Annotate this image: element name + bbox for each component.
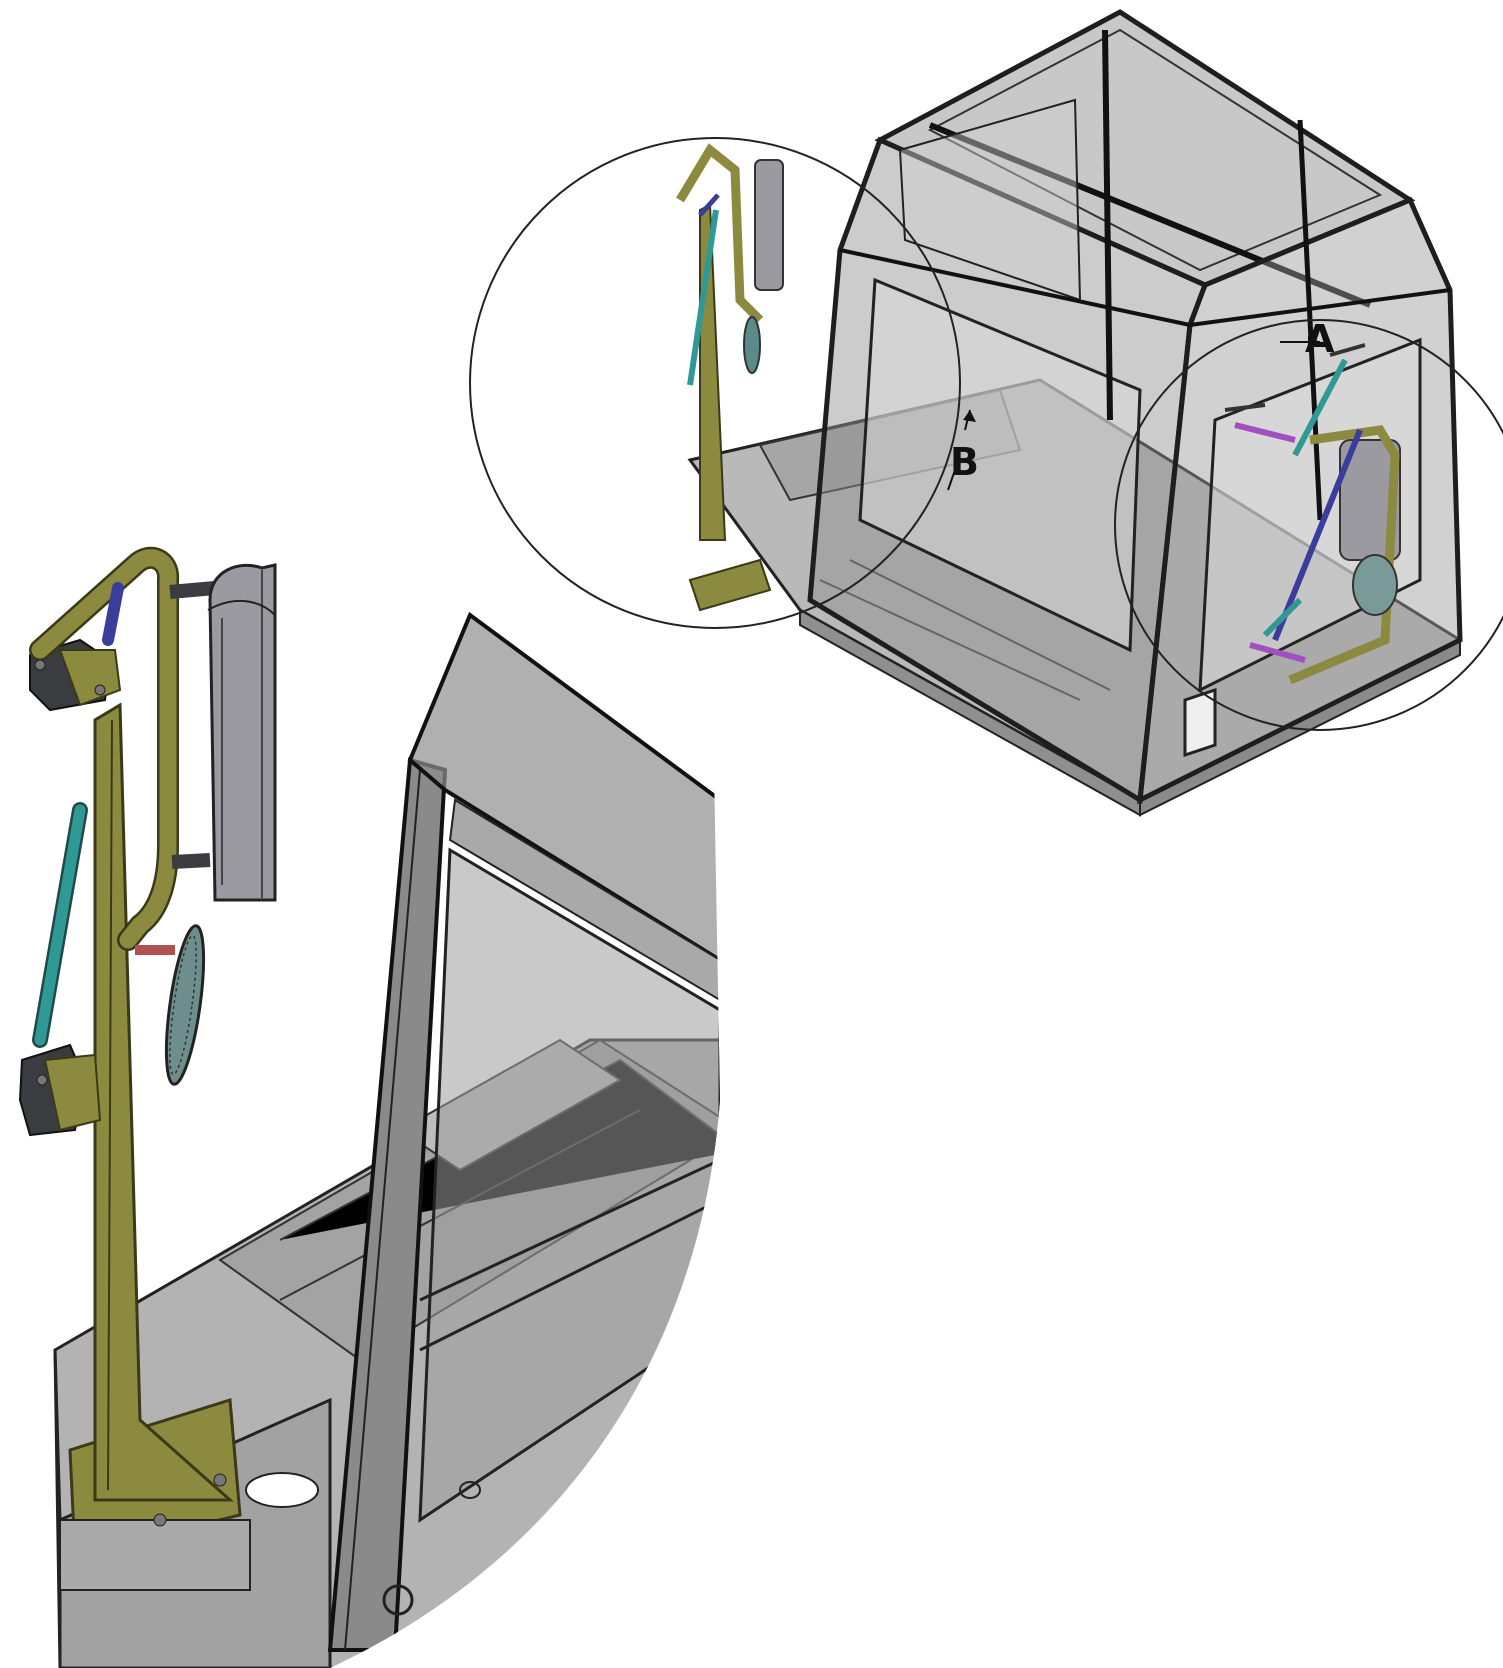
label-b: B (950, 440, 979, 484)
right-mirror-assembly (1224, 343, 1401, 685)
left-mirror-assembly-detail (18, 546, 277, 1591)
detail-circle-right (1114, 319, 1503, 731)
cab-assembly-view: A B (469, 9, 1503, 817)
floor-hole (245, 1472, 319, 1508)
convex-mirror (135, 924, 206, 1086)
left-mirror-assembly-small (676, 143, 784, 612)
label-a: A (1305, 317, 1335, 361)
rear-view-mirror-head (207, 563, 277, 902)
detail-circle-left (469, 137, 961, 629)
cab-frame (807, 9, 1463, 805)
callout-a: A (1280, 317, 1335, 361)
callout-b: B (947, 409, 979, 491)
